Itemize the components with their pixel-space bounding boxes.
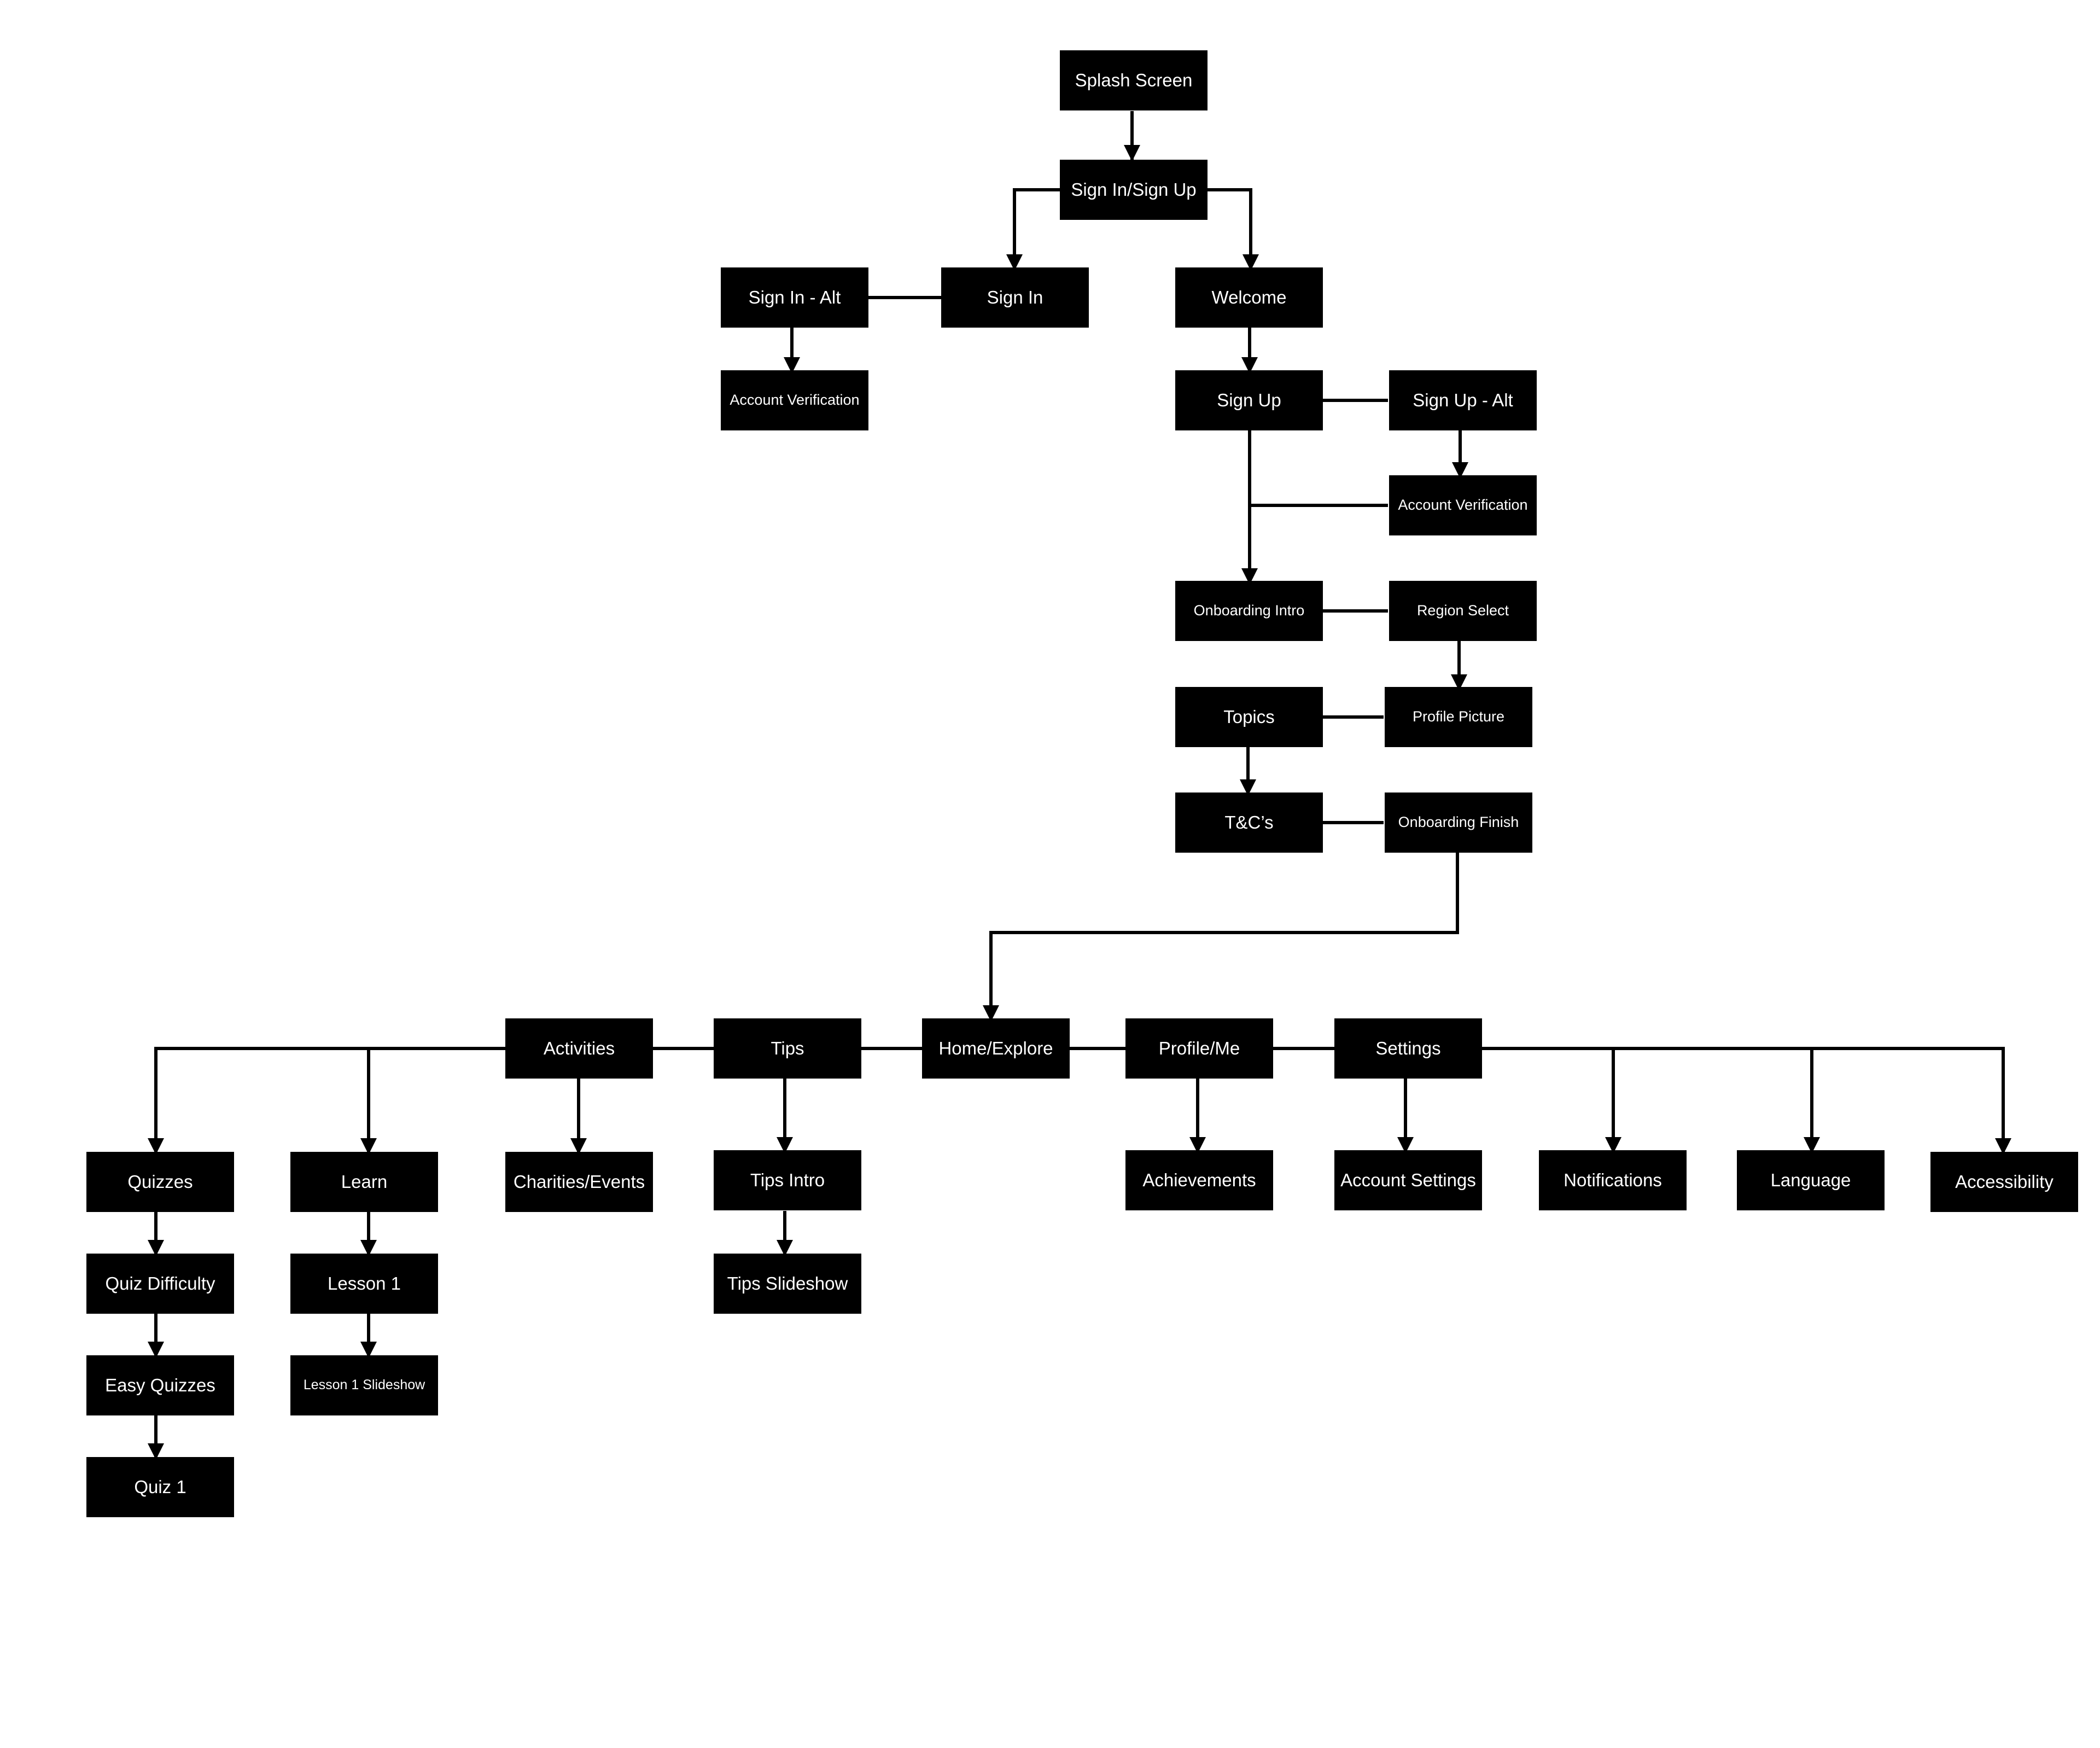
node-quiz-difficulty[interactable]: Quiz Difficulty — [86, 1254, 234, 1314]
node-account-verification-right[interactable]: Account Verification — [1389, 475, 1537, 535]
node-tips[interactable]: Tips — [714, 1018, 861, 1079]
node-easy-quizzes[interactable]: Easy Quizzes — [86, 1355, 234, 1415]
node-sign-in-sign-up[interactable]: Sign In/Sign Up — [1060, 160, 1208, 220]
connector-onboarding-finish-to-home — [983, 853, 1459, 1022]
node-lesson-1[interactable]: Lesson 1 — [290, 1254, 438, 1314]
node-lesson-1-slideshow[interactable]: Lesson 1 Slideshow — [290, 1355, 438, 1415]
node-profile-me[interactable]: Profile/Me — [1125, 1018, 1273, 1079]
node-onboarding-finish[interactable]: Onboarding Finish — [1385, 793, 1532, 853]
node-tcs[interactable]: T&C’s — [1175, 793, 1323, 853]
connector-signin-signup-to-welcome — [1206, 188, 1259, 271]
node-quiz-1[interactable]: Quiz 1 — [86, 1457, 234, 1517]
node-profile-picture[interactable]: Profile Picture — [1385, 687, 1532, 747]
node-sign-in[interactable]: Sign In — [941, 267, 1089, 328]
connector-activities-left-branch — [148, 1047, 505, 1155]
node-home-explore[interactable]: Home/Explore — [922, 1018, 1070, 1079]
node-topics[interactable]: Topics — [1175, 687, 1323, 747]
node-welcome[interactable]: Welcome — [1175, 267, 1323, 328]
node-achievements[interactable]: Achievements — [1125, 1150, 1273, 1210]
node-sign-in-alt[interactable]: Sign In - Alt — [721, 267, 868, 328]
node-region-select[interactable]: Region Select — [1389, 581, 1537, 641]
node-account-verification-left[interactable]: Account Verification — [721, 370, 868, 430]
node-learn[interactable]: Learn — [290, 1152, 438, 1212]
node-notifications[interactable]: Notifications — [1539, 1150, 1687, 1210]
node-quizzes[interactable]: Quizzes — [86, 1152, 234, 1212]
node-accessibility[interactable]: Accessibility — [1930, 1152, 2078, 1212]
node-sign-up-alt[interactable]: Sign Up - Alt — [1389, 370, 1537, 430]
node-splash-screen[interactable]: Splash Screen — [1060, 50, 1208, 110]
connector-signin-signup-to-signin — [1006, 188, 1060, 271]
connector-settings-right-branch — [1481, 1047, 2011, 1155]
node-activities[interactable]: Activities — [505, 1018, 653, 1079]
node-charities-events[interactable]: Charities/Events — [505, 1152, 653, 1212]
node-tips-slideshow[interactable]: Tips Slideshow — [714, 1254, 861, 1314]
node-settings[interactable]: Settings — [1334, 1018, 1482, 1079]
node-account-settings[interactable]: Account Settings — [1334, 1150, 1482, 1210]
node-language[interactable]: Language — [1737, 1150, 1885, 1210]
node-sign-up[interactable]: Sign Up — [1175, 370, 1323, 430]
node-tips-intro[interactable]: Tips Intro — [714, 1150, 861, 1210]
node-onboarding-intro[interactable]: Onboarding Intro — [1175, 581, 1323, 641]
